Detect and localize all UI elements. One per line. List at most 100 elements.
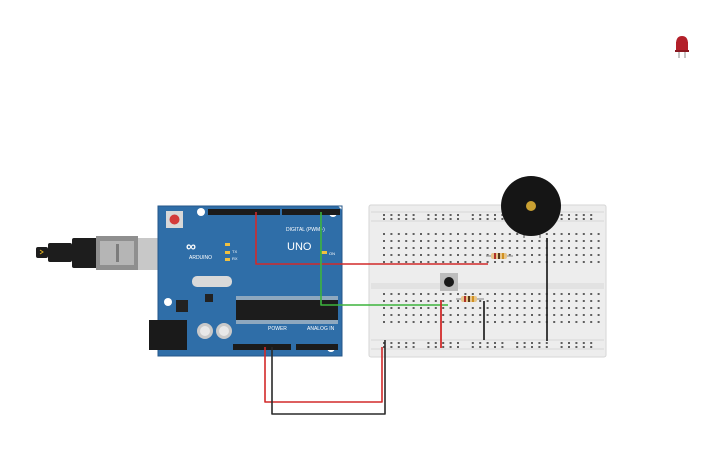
breadboard-hole[interactable] xyxy=(553,240,556,242)
arduino-uno-board[interactable]: DIGITAL (PWM~) ∞ ARDUINO UNO TX RX ON PO… xyxy=(149,205,343,357)
breadboard-hole[interactable] xyxy=(383,293,385,295)
breadboard-hole[interactable] xyxy=(397,247,400,249)
breadboard-hole[interactable] xyxy=(560,261,563,263)
breadboard-hole[interactable] xyxy=(553,307,556,309)
breadboard-hole[interactable] xyxy=(397,233,400,235)
breadboard-hole[interactable] xyxy=(486,214,489,216)
breadboard-hole[interactable] xyxy=(434,342,437,344)
breadboard-hole[interactable] xyxy=(479,342,482,344)
breadboard-hole[interactable] xyxy=(397,307,400,309)
breadboard-hole[interactable] xyxy=(405,240,408,242)
breadboard-hole[interactable] xyxy=(397,314,400,316)
breadboard-hole[interactable] xyxy=(575,233,578,235)
breadboard-hole[interactable] xyxy=(434,214,437,216)
breadboard-hole[interactable] xyxy=(397,321,400,323)
breadboard-hole[interactable] xyxy=(449,261,452,263)
breadboard-hole[interactable] xyxy=(590,342,593,344)
breadboard-hole[interactable] xyxy=(597,314,600,316)
breadboard-hole[interactable] xyxy=(508,247,511,249)
breadboard-hole[interactable] xyxy=(582,240,585,242)
breadboard-hole[interactable] xyxy=(442,321,445,323)
breadboard-hole[interactable] xyxy=(590,300,593,302)
breadboard-hole[interactable] xyxy=(434,314,437,316)
breadboard-hole[interactable] xyxy=(516,293,519,295)
breadboard-hole[interactable] xyxy=(486,233,489,235)
breadboard-hole[interactable] xyxy=(560,342,563,344)
breadboard-hole[interactable] xyxy=(531,346,533,348)
breadboard-hole[interactable] xyxy=(479,218,482,220)
breadboard-hole[interactable] xyxy=(471,240,474,242)
breadboard-hole[interactable] xyxy=(457,218,459,220)
breadboard-hole[interactable] xyxy=(457,240,459,242)
breadboard-hole[interactable] xyxy=(516,254,519,256)
breadboard-hole[interactable] xyxy=(486,300,489,302)
breadboard-hole[interactable] xyxy=(568,293,570,295)
breadboard-hole[interactable] xyxy=(427,261,430,263)
breadboard-hole[interactable] xyxy=(464,233,467,235)
breadboard-hole[interactable] xyxy=(501,314,504,316)
breadboard-hole[interactable] xyxy=(531,240,533,242)
breadboard-hole[interactable] xyxy=(420,233,422,235)
breadboard-hole[interactable] xyxy=(553,300,556,302)
breadboard-hole[interactable] xyxy=(471,254,474,256)
breadboard-hole[interactable] xyxy=(434,254,437,256)
breadboard-hole[interactable] xyxy=(516,300,519,302)
breadboard-hole[interactable] xyxy=(523,261,526,263)
breadboard-hole[interactable] xyxy=(508,300,511,302)
breadboard-hole[interactable] xyxy=(560,307,563,309)
breadboard-hole[interactable] xyxy=(383,218,385,220)
breadboard-hole[interactable] xyxy=(390,247,393,249)
breadboard-hole[interactable] xyxy=(427,247,430,249)
breadboard-hole[interactable] xyxy=(412,321,415,323)
breadboard-hole[interactable] xyxy=(590,247,593,249)
breadboard-hole[interactable] xyxy=(434,261,437,263)
led-icon[interactable] xyxy=(675,36,689,58)
breadboard-hole[interactable] xyxy=(427,321,430,323)
breadboard-hole[interactable] xyxy=(397,240,400,242)
resistor-icon[interactable] xyxy=(486,253,513,259)
breadboard-hole[interactable] xyxy=(420,321,422,323)
breadboard-hole[interactable] xyxy=(471,321,474,323)
breadboard-hole[interactable] xyxy=(538,321,541,323)
breadboard-hole[interactable] xyxy=(479,254,482,256)
breadboard-hole[interactable] xyxy=(538,293,541,295)
breadboard-hole[interactable] xyxy=(442,254,445,256)
pushbutton-icon[interactable] xyxy=(440,273,458,291)
breadboard-hole[interactable] xyxy=(523,293,526,295)
breadboard-hole[interactable] xyxy=(560,300,563,302)
breadboard-hole[interactable] xyxy=(531,254,533,256)
breadboard-hole[interactable] xyxy=(427,346,430,348)
breadboard-hole[interactable] xyxy=(545,346,548,348)
breadboard-hole[interactable] xyxy=(597,261,600,263)
breadboard-hole[interactable] xyxy=(464,314,467,316)
breadboard-hole[interactable] xyxy=(383,300,385,302)
breadboard-hole[interactable] xyxy=(479,261,482,263)
breadboard-hole[interactable] xyxy=(568,240,570,242)
breadboard-hole[interactable] xyxy=(575,261,578,263)
breadboard-hole[interactable] xyxy=(575,307,578,309)
breadboard-hole[interactable] xyxy=(412,261,415,263)
breadboard-hole[interactable] xyxy=(427,342,430,344)
breadboard-hole[interactable] xyxy=(494,233,496,235)
breadboard-hole[interactable] xyxy=(508,233,511,235)
breadboard-hole[interactable] xyxy=(523,346,526,348)
breadboard-hole[interactable] xyxy=(523,240,526,242)
breadboard-hole[interactable] xyxy=(457,307,459,309)
breadboard-hole[interactable] xyxy=(575,300,578,302)
breadboard-hole[interactable] xyxy=(390,261,393,263)
breadboard-hole[interactable] xyxy=(575,342,578,344)
breadboard-hole[interactable] xyxy=(508,314,511,316)
breadboard-hole[interactable] xyxy=(568,247,570,249)
breadboard-hole[interactable] xyxy=(412,307,415,309)
breadboard-hole[interactable] xyxy=(523,307,526,309)
breadboard-hole[interactable] xyxy=(434,321,437,323)
breadboard-hole[interactable] xyxy=(479,346,482,348)
breadboard-hole[interactable] xyxy=(494,261,496,263)
breadboard-hole[interactable] xyxy=(390,321,393,323)
breadboard-hole[interactable] xyxy=(553,254,556,256)
breadboard-hole[interactable] xyxy=(464,293,467,295)
breadboard-hole[interactable] xyxy=(560,293,563,295)
breadboard-hole[interactable] xyxy=(553,247,556,249)
breadboard-hole[interactable] xyxy=(412,218,415,220)
